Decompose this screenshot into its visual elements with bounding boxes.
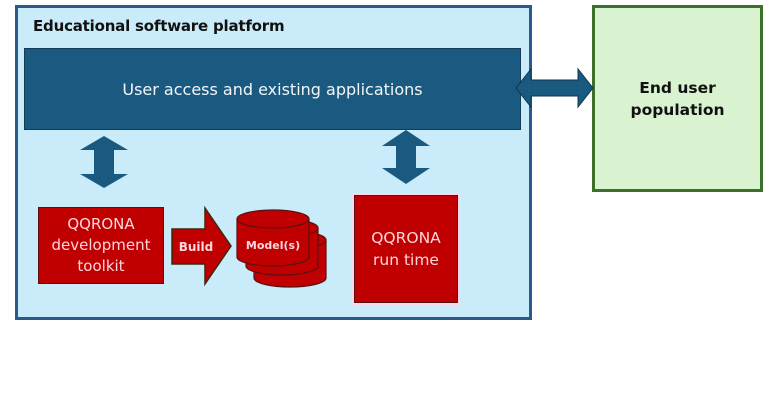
qqrona-development-toolkit-box: QQRONA development toolkit [38,207,164,284]
double-arrow-vertical-left-icon [80,136,128,188]
end-user-line2: population [630,100,725,119]
build-arrow-shape [171,205,232,287]
devkit-line1: QQRONA [67,215,135,233]
user-access-band: User access and existing applications [24,48,521,130]
models-label: Model(s) [246,239,300,252]
models-database-stack: Model(s) [236,209,327,288]
double-arrow-horizontal-icon [515,67,594,109]
qqrona-run-time-box: QQRONA run time [352,193,460,305]
build-label: Build [179,240,214,254]
devkit-line3: toolkit [77,257,125,275]
double-arrow-vertical-right-icon [382,130,430,184]
user-access-label: User access and existing applications [122,79,423,99]
end-user-population-box: End user population [592,5,763,192]
devkit-label: QQRONA development toolkit [52,214,151,277]
devkit-line2: development [51,236,151,254]
end-user-line1: End user [639,78,716,97]
platform-title: Educational software platform [33,17,285,35]
build-arrow: Build [171,205,232,287]
runtime-label: QQRONA run time [371,227,441,271]
runtime-line2: run time [373,251,439,269]
cylinder-front [236,209,310,267]
runtime-line1: QQRONA [371,229,441,247]
end-user-label: End user population [630,77,724,121]
